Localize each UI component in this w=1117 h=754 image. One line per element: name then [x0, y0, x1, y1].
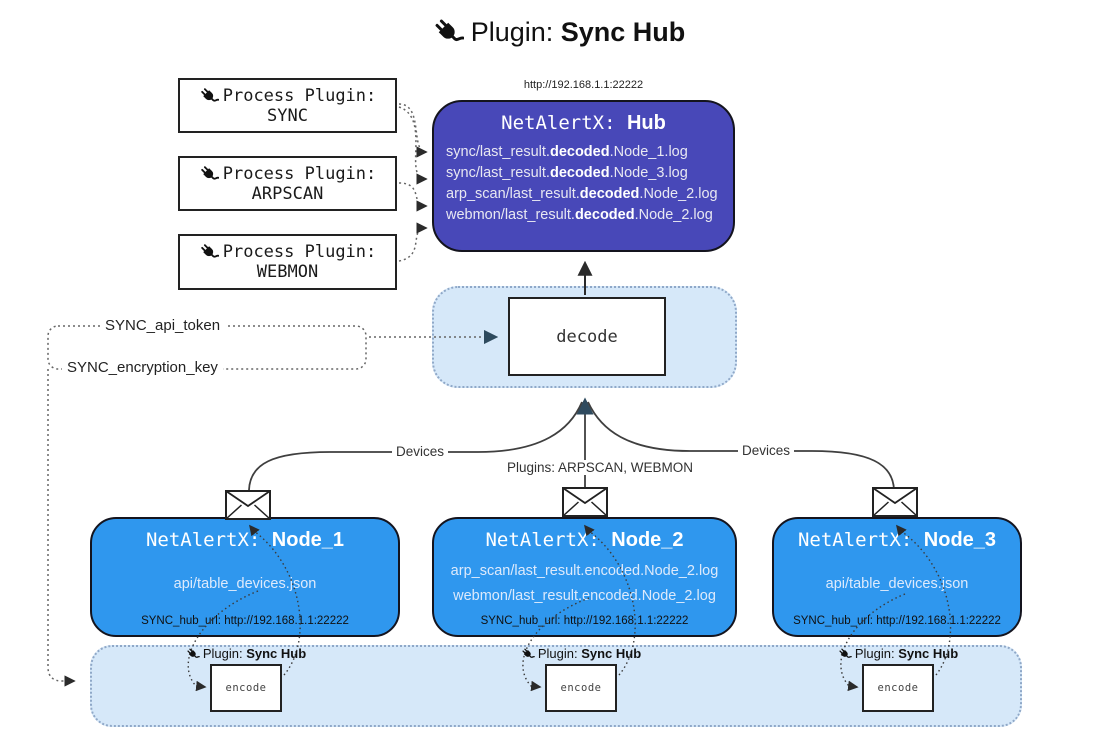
hub-log-line: arp_scan/last_result.decoded.Node_2.log [446, 186, 718, 202]
process-plugin-arpscan-box: Process Plugin: ARPSCAN [178, 156, 397, 211]
decode-box: decode [508, 297, 666, 376]
envelope-icon [225, 490, 271, 520]
process-plugin-webmon-box: Process Plugin: WEBMON [178, 234, 397, 290]
hub-title: NetAlertX: Hub [434, 112, 733, 135]
encode-box: encode [545, 664, 617, 712]
node-hub-url: SYNC_hub_url: http://192.168.1.1:22222 [141, 615, 349, 627]
plugins-mid-label: Plugins: ARPSCAN, WEBMON [503, 460, 698, 475]
node-file: webmon/last_result.encoded.Node_2.log [453, 588, 716, 604]
process-plugin-label: Process Plugin: [222, 163, 377, 184]
node-file: api/table_devices.json [825, 575, 969, 592]
plug-icon [199, 242, 219, 262]
hub-url-label: http://192.168.1.1:22222 [523, 79, 644, 91]
hub-log-line: webmon/last_result.decoded.Node_2.log [446, 207, 713, 223]
hub-title-name: Hub [626, 112, 666, 134]
edge-webmon-to-hub [398, 222, 428, 262]
node-title: NetAlertX: Node_1 [145, 529, 345, 551]
encode-box: encode [862, 664, 934, 712]
node-file-list: api/table_devices.json [92, 552, 398, 615]
process-plugin-label: Process Plugin: [222, 242, 377, 262]
sync-api-token-label: SYNC_api_token [100, 317, 226, 334]
hub-box: NetAlertX: Hub sync/last_result.decoded.… [432, 100, 735, 252]
hub-log-line: sync/last_result.decoded.Node_3.log [446, 165, 688, 181]
plug-icon [199, 86, 219, 106]
edge-sync-to-hub-1 [398, 103, 428, 158]
devices-left-label: Devices [392, 444, 449, 459]
node-file-list: api/table_devices.json [774, 552, 1020, 615]
node-2-box: NetAlertX: Node_2 arp_scan/last_result.e… [432, 517, 737, 637]
node-title: NetAlertX: Node_3 [797, 529, 997, 551]
process-plugin-sync-box: Process Plugin: SYNC [178, 78, 397, 133]
plug-icon [186, 647, 200, 661]
process-plugin-name: ARPSCAN [251, 183, 324, 204]
page-title-name: Sync Hub [560, 17, 686, 47]
envelope-icon [562, 487, 608, 517]
edge-arpscan-to-hub [398, 182, 428, 212]
plug-icon [521, 647, 535, 661]
hub-log-list: sync/last_result.decoded.Node_1.log sync… [446, 144, 729, 223]
band-plugin-label: Plugin: Sync Hub [186, 646, 306, 661]
encode-box: encode [210, 664, 282, 712]
page-title-prefix: Plugin: [470, 17, 554, 47]
hub-log-line: sync/last_result.decoded.Node_1.log [446, 144, 688, 160]
plug-icon [838, 647, 852, 661]
band-plugin-label: Plugin: Sync Hub [838, 646, 958, 661]
node-hub-url: SYNC_hub_url: http://192.168.1.1:22222 [480, 615, 689, 627]
page-title: Plugin: Sync Hub [0, 16, 1117, 48]
plug-icon [432, 16, 464, 48]
hub-title-prefix: NetAlertX: [501, 112, 616, 134]
node-3-box: NetAlertX: Node_3 api/table_devices.json… [772, 517, 1022, 637]
node-hub-url: SYNC_hub_url: http://192.168.1.1:22222 [793, 615, 1001, 627]
edge-keys-to-band [47, 369, 76, 687]
devices-right-label: Devices [738, 443, 795, 458]
sync-encryption-key-label: SYNC_encryption_key [62, 359, 223, 376]
node-file: api/table_devices.json [173, 575, 317, 592]
node-1-box: NetAlertX: Node_1 api/table_devices.json… [90, 517, 400, 637]
envelope-icon [872, 487, 918, 517]
node-title: NetAlertX: Node_2 [485, 529, 684, 551]
process-plugin-label: Process Plugin: [222, 85, 377, 106]
plug-icon [199, 164, 219, 184]
node-file-list: arp_scan/last_result.encoded.Node_2.log … [434, 552, 735, 615]
process-plugin-name: SYNC [267, 105, 308, 126]
edge-sync-to-hub-2 [398, 106, 428, 185]
process-plugin-name: WEBMON [256, 262, 319, 282]
band-plugin-label: Plugin: Sync Hub [521, 646, 641, 661]
node-file: arp_scan/last_result.encoded.Node_2.log [450, 563, 719, 579]
